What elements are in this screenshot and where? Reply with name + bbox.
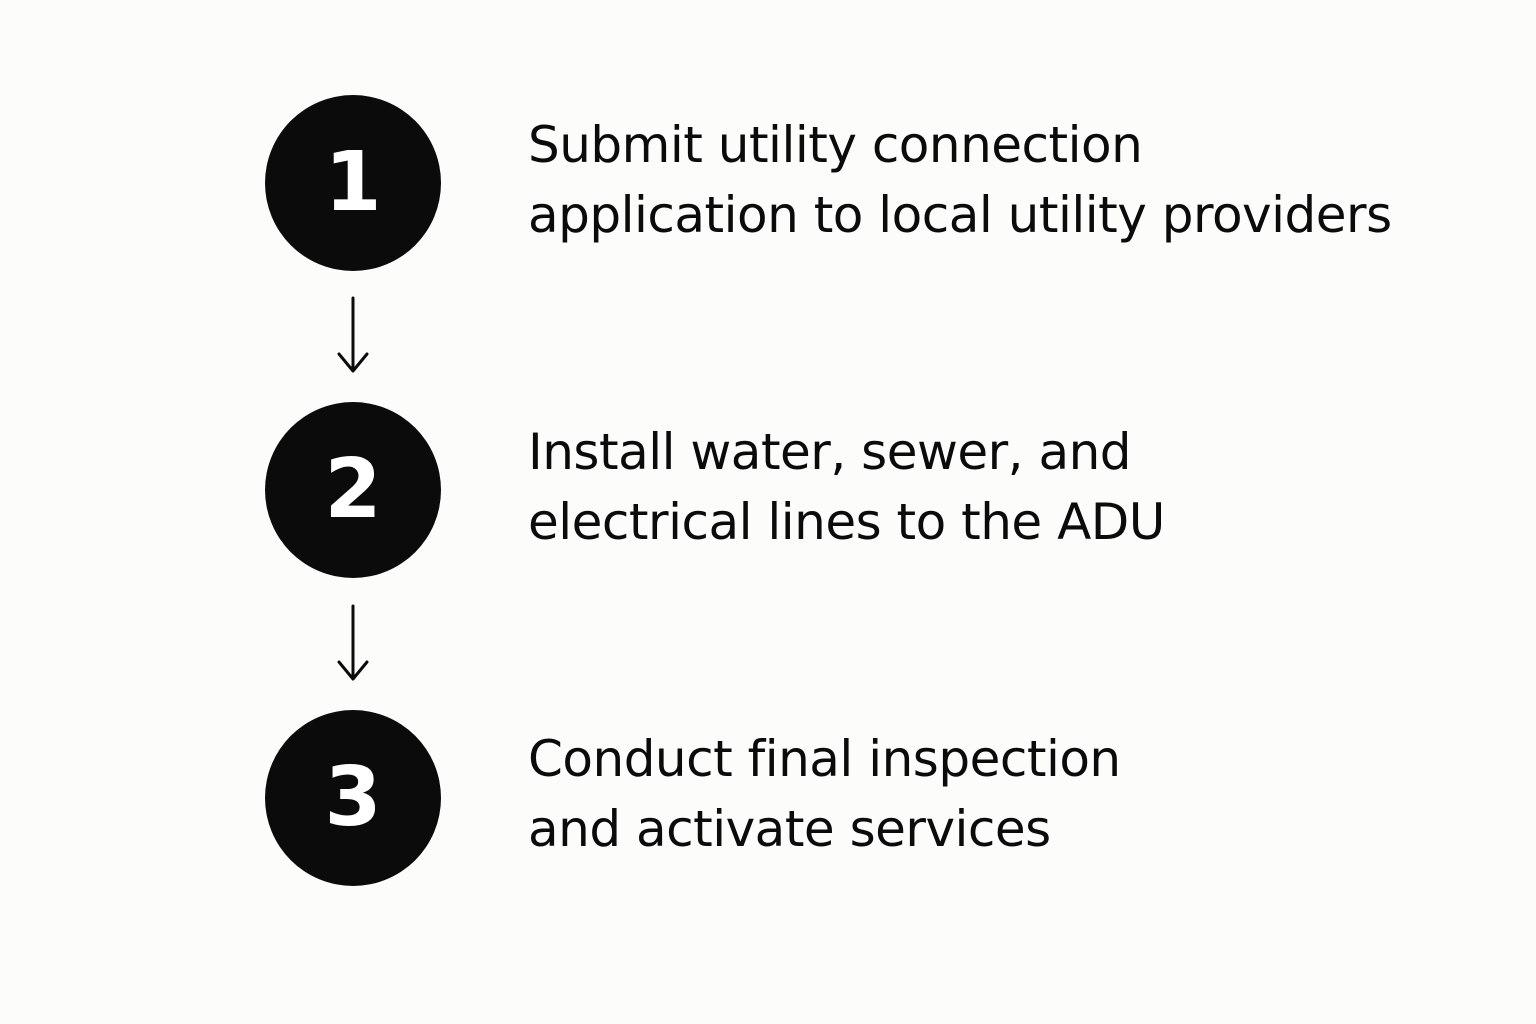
step-2-circle: 2 [265,402,441,578]
step-1-description: Submit utility connection application to… [528,110,1488,250]
step-3-description: Conduct final inspection and activate se… [528,724,1488,864]
step-1-circle: 1 [265,95,441,271]
step-3-line-1: Conduct final inspection [528,730,1121,788]
step-3-circle: 3 [265,710,441,886]
step-1-line-1: Submit utility connection [528,116,1143,174]
step-2-number: 2 [324,442,382,537]
step-2-line-2: electrical lines to the ADU [528,493,1165,551]
arrow-down-icon [337,296,369,373]
step-1-number: 1 [324,135,382,230]
step-2-description: Install water, sewer, and electrical lin… [528,417,1488,557]
arrow-down-icon [337,604,369,681]
step-2-line-1: Install water, sewer, and [528,423,1132,481]
step-3-line-2: and activate services [528,800,1051,858]
step-3-number: 3 [324,750,382,845]
step-1-line-2: application to local utility providers [528,186,1392,244]
